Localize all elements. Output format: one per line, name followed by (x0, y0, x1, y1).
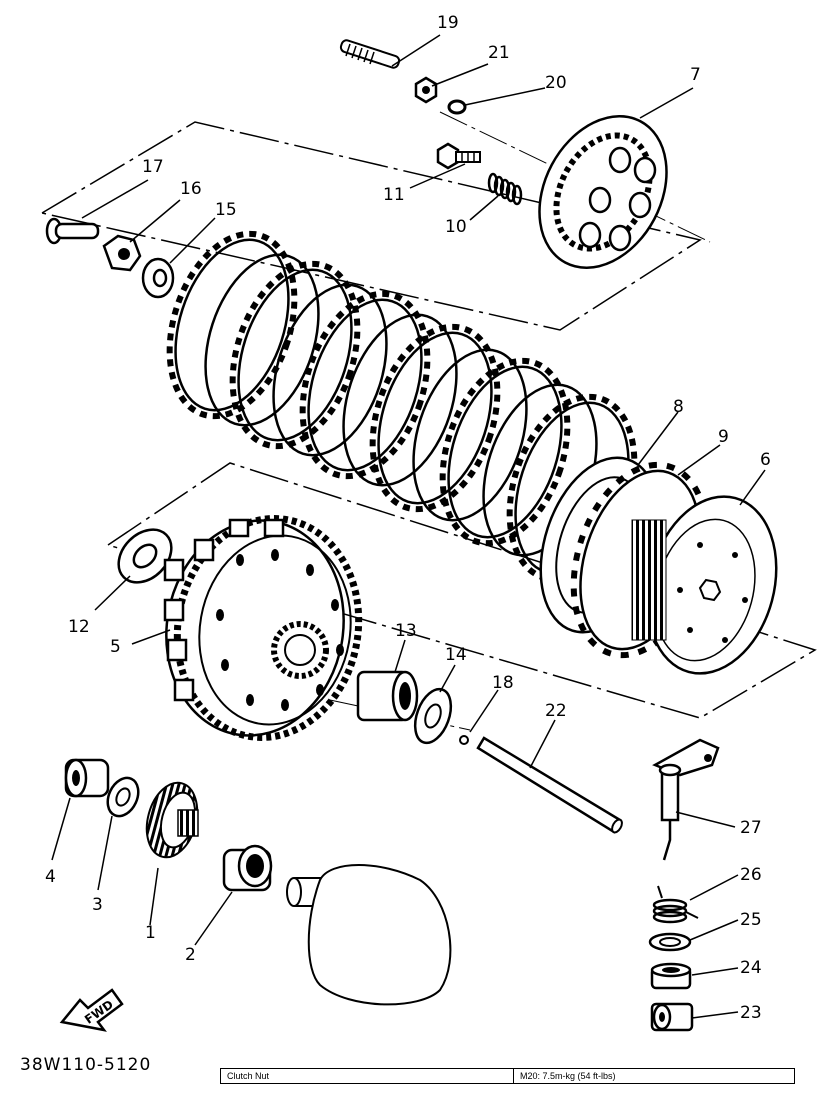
fwd-arrow-icon: FWD (59, 988, 124, 1032)
label-27: 27 (740, 818, 762, 838)
label-2: 2 (185, 945, 196, 965)
part-21-locknut (414, 76, 438, 104)
part-5-clutch-housing (163, 515, 363, 741)
part-1-primary-drive-gear (145, 781, 199, 859)
torque-spec-table: Clutch Nut M20: 7.5m-kg (54 ft-lbs) (220, 1068, 795, 1084)
label-17: 17 (142, 157, 164, 177)
upper-reference-frame (39, 121, 702, 331)
label-22: 22 (545, 701, 567, 721)
part-6-clutch-boss (631, 495, 778, 675)
table-row: Clutch Nut M20: 7.5m-kg (54 ft-lbs) (220, 1068, 795, 1084)
part-27-push-lever (652, 738, 720, 861)
part-3-washer (106, 776, 140, 818)
part-18-ball (459, 735, 469, 745)
label-21: 21 (488, 43, 510, 63)
label-20: 20 (545, 73, 567, 93)
label-16: 16 (180, 179, 202, 199)
part-4-bearing (64, 758, 110, 798)
part-16-clutch-nut (102, 234, 142, 272)
lower-reference-frame (106, 462, 817, 719)
part-14-thrust-washer (413, 687, 453, 745)
part-22-push-rod (476, 736, 623, 834)
part-17-push-rod (45, 217, 100, 245)
part-20-washer (447, 99, 467, 115)
part-10-clutch-spring (487, 172, 523, 206)
label-26: 26 (740, 865, 762, 885)
leader-lines (51, 34, 766, 1019)
label-13: 13 (395, 621, 417, 641)
label-19: 19 (437, 13, 459, 33)
label-24: 24 (740, 958, 762, 978)
label-7: 7 (690, 65, 701, 85)
label-3: 3 (92, 895, 103, 915)
label-15: 15 (215, 200, 237, 220)
label-11: 11 (383, 185, 405, 205)
torque-spec-value: M20: 7.5m-kg (54 ft-lbs) (513, 1068, 795, 1084)
drawing-code: 38W110-5120 (20, 1055, 152, 1075)
label-23: 23 (740, 1003, 762, 1023)
label-14: 14 (445, 645, 467, 665)
label-6: 6 (760, 450, 771, 470)
label-1: 1 (145, 923, 156, 943)
part-labels: 19 21 20 7 17 16 15 11 10 8 9 6 12 5 13 … (45, 13, 771, 1023)
label-5: 5 (110, 637, 121, 657)
label-9: 9 (718, 427, 729, 447)
part-11-bolt (436, 142, 481, 170)
crankshaft (286, 864, 452, 1006)
part-23-bearing (650, 1002, 694, 1032)
label-25: 25 (740, 910, 762, 930)
label-8: 8 (673, 397, 684, 417)
label-18: 18 (492, 673, 514, 693)
part-25-washer (648, 932, 692, 952)
part-24-oil-seal (650, 962, 692, 990)
label-10: 10 (445, 217, 467, 237)
part-15-lock-washer (141, 257, 175, 299)
part-26-spring (652, 885, 699, 924)
torque-part-name: Clutch Nut (220, 1068, 514, 1084)
part-19-adjust-bolt (339, 39, 401, 69)
part-2-bushing (222, 844, 273, 892)
part-12-thrust-washer (117, 528, 173, 584)
label-12: 12 (68, 617, 90, 637)
part-13-bushing (356, 670, 419, 722)
label-4: 4 (45, 867, 56, 887)
part-7-pressure-plate (538, 115, 668, 269)
